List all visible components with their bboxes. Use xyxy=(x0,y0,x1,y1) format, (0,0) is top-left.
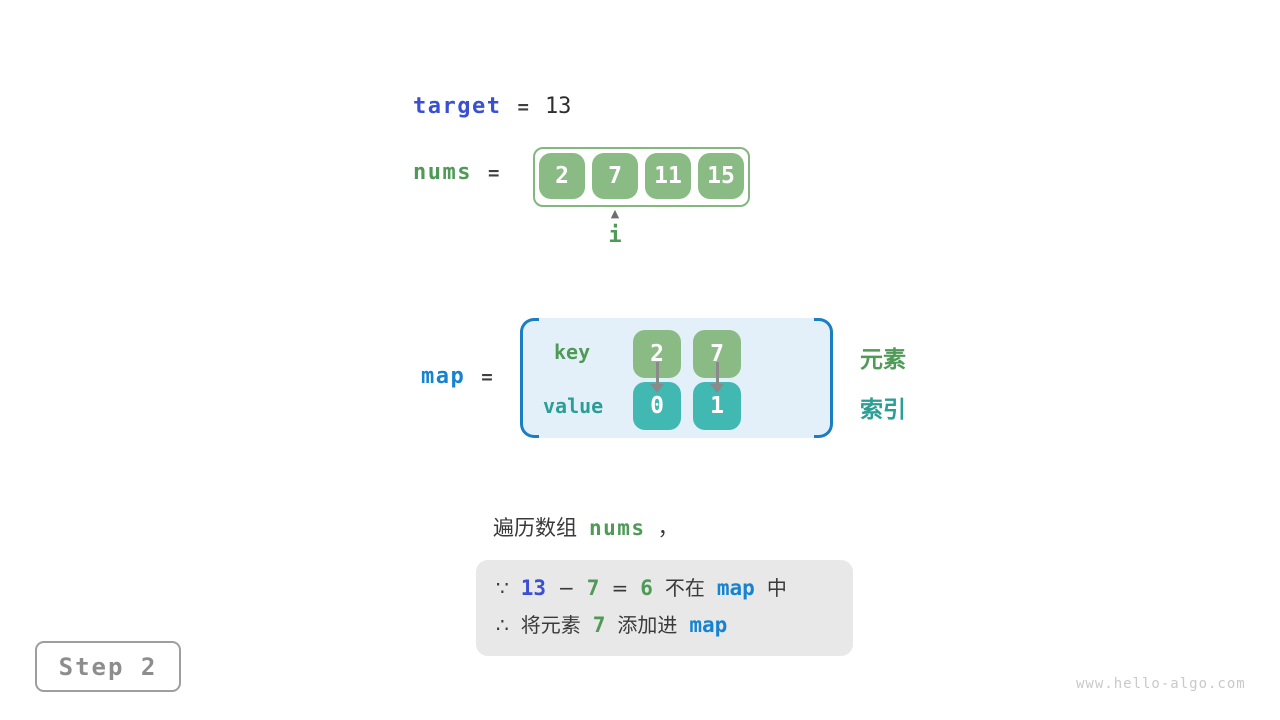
note-map-code: map xyxy=(716,576,755,600)
note-equals-sign: = xyxy=(611,576,629,600)
map-row-label: map = xyxy=(421,364,493,389)
note-text-add-element: 将元素 xyxy=(520,613,581,637)
note-current-element: 7 xyxy=(586,576,600,600)
nums-row-label: nums = xyxy=(413,160,499,185)
nums-equals-sign: = xyxy=(487,161,500,184)
map-panel: key value 2 7 0 1 xyxy=(520,318,833,438)
nums-cell-0: 2 xyxy=(539,153,585,199)
minus-sign: − xyxy=(558,576,575,600)
note-target-value: 13 xyxy=(520,576,547,600)
note-line-2: ∴ 将元素 7 添加进 map xyxy=(496,607,833,644)
index-pointer: ▲ i xyxy=(600,207,630,248)
nums-variable-label: nums xyxy=(413,160,472,185)
therefore-symbol: ∴ xyxy=(496,613,509,637)
note-line-1: ∵ 13 − 7 = 6 不在 map 中 xyxy=(496,570,833,607)
note-text-add-into: 添加进 xyxy=(617,613,678,637)
caption-comma: ， xyxy=(657,516,679,540)
caption-prefix: 遍历数组 xyxy=(493,516,577,540)
note-text-zhong: 中 xyxy=(766,576,787,600)
caption-nums-code: nums xyxy=(589,516,646,540)
step-badge: Step 2 xyxy=(35,641,181,692)
note-map-code-2: map xyxy=(689,613,728,637)
map-equals-sign: = xyxy=(481,365,493,388)
nums-cell-2: 11 xyxy=(645,153,691,199)
because-symbol: ∵ xyxy=(496,576,509,600)
index-side-label: 索引 xyxy=(860,397,906,423)
key-to-value-arrow-icon xyxy=(710,362,724,394)
map-variable-label: map xyxy=(421,364,466,389)
note-text-not-in: 不在 xyxy=(664,576,705,600)
map-key-row-label: key xyxy=(554,340,591,364)
element-side-label: 元素 xyxy=(860,347,906,373)
nums-cell-3: 15 xyxy=(698,153,744,199)
map-value-row-label: value xyxy=(543,394,604,418)
key-to-value-arrow-icon xyxy=(650,362,664,394)
caption-line: 遍历数组 nums ， xyxy=(493,512,679,542)
left-bracket-icon xyxy=(520,318,539,438)
target-value: 13 xyxy=(544,94,572,119)
right-bracket-icon xyxy=(814,318,833,438)
index-pointer-label: i xyxy=(608,223,622,248)
target-equals-sign: = xyxy=(517,95,529,118)
target-variable-label: target xyxy=(413,94,502,119)
map-value-cell-1: 1 xyxy=(693,382,741,430)
note-difference: 6 xyxy=(640,576,653,600)
nums-cell-1: 7 xyxy=(592,153,638,199)
map-value-cell-0: 0 xyxy=(633,382,681,430)
target-row: target = 13 xyxy=(413,94,571,119)
watermark: www.hello-algo.com xyxy=(1076,676,1246,692)
reasoning-note-box: ∵ 13 − 7 = 6 不在 map 中 ∴ 将元素 7 添加进 map xyxy=(476,560,853,656)
nums-array: 2 7 11 15 xyxy=(533,147,750,207)
up-arrow-icon: ▲ xyxy=(610,207,620,220)
note-added-element: 7 xyxy=(592,613,606,637)
